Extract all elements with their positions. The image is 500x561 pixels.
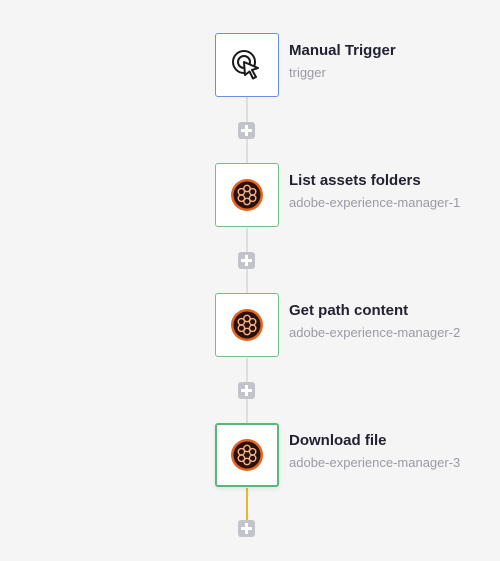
node-title: Download file <box>289 432 387 449</box>
cursor-click-icon <box>232 50 259 80</box>
workflow-node-list-assets-folders[interactable]: List assets folders adobe-experience-man… <box>215 163 500 227</box>
adobe-experience-manager-icon <box>231 179 263 211</box>
add-step-button[interactable] <box>238 252 255 269</box>
node-title: List assets folders <box>289 172 421 189</box>
add-step-button[interactable] <box>238 520 255 537</box>
node-subtitle: trigger <box>289 65 326 80</box>
node-title: Manual Trigger <box>289 42 396 59</box>
workflow-node-download-file[interactable]: Download file adobe-experience-manager-3 <box>215 423 500 487</box>
node-subtitle: adobe-experience-manager-1 <box>289 195 461 210</box>
add-step-button[interactable] <box>238 122 255 139</box>
node-title: Get path content <box>289 302 409 319</box>
node-subtitle: adobe-experience-manager-3 <box>289 455 461 470</box>
node-icon-box[interactable] <box>215 163 279 227</box>
node-icon-box[interactable] <box>215 33 279 97</box>
node-icon-box[interactable] <box>215 293 279 357</box>
active-connector-line <box>246 488 248 520</box>
add-step-button[interactable] <box>238 382 255 399</box>
node-icon-box[interactable] <box>215 423 279 487</box>
workflow-node-get-path-content[interactable]: Get path content adobe-experience-manage… <box>215 293 500 357</box>
node-subtitle: adobe-experience-manager-2 <box>289 325 461 340</box>
workflow-node-manual-trigger[interactable]: Manual Trigger trigger <box>215 33 500 97</box>
adobe-experience-manager-icon <box>231 439 263 471</box>
adobe-experience-manager-icon <box>231 309 263 341</box>
